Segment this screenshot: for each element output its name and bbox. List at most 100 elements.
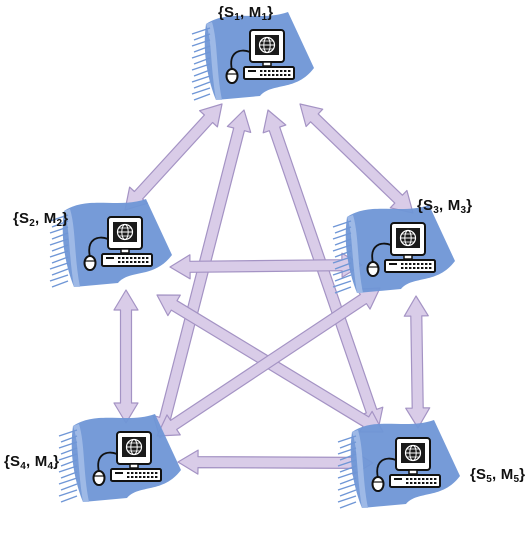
keyboard-key	[131, 472, 134, 474]
banner-fringe	[334, 250, 352, 258]
keyboard-key	[118, 257, 121, 259]
drive-slot	[115, 472, 123, 474]
banner-fringe	[60, 459, 78, 467]
banner-fringe	[193, 45, 211, 53]
keyboard-key	[147, 476, 150, 478]
node-label-s4-m4: {S4, M4}	[4, 453, 60, 472]
banner-fringe	[334, 274, 352, 282]
banner-fringe	[51, 268, 69, 276]
keyboard-key	[422, 478, 425, 480]
keyboard-key	[280, 74, 283, 76]
monitor-stand	[129, 463, 139, 469]
banner-fringe	[60, 483, 78, 491]
monitor-stand	[120, 248, 130, 254]
banner-fringe	[337, 471, 357, 479]
banner-fringe	[339, 501, 357, 509]
banner-fringe	[193, 81, 211, 89]
keyboard-base	[110, 468, 162, 482]
keyboard-key	[280, 70, 283, 72]
keyboard-base	[243, 66, 295, 80]
keyboard-key	[430, 478, 433, 480]
keyboard-key	[139, 472, 142, 474]
monitor-stand	[262, 61, 272, 67]
drive-slot	[248, 70, 256, 72]
computer-node-n5	[337, 420, 460, 509]
keyboard-key	[135, 472, 138, 474]
keyboard-key	[405, 267, 408, 269]
drive-slot	[106, 257, 114, 259]
banner-fringe	[60, 471, 78, 479]
keyboard-base	[101, 253, 153, 267]
banner-highlight	[73, 424, 89, 502]
keyboard-key	[284, 70, 287, 72]
keyboard-key	[429, 263, 432, 265]
keyboard-key	[146, 257, 149, 259]
banner-fringe	[49, 214, 69, 222]
keyboard-base	[384, 259, 436, 273]
keyboard-key	[147, 472, 150, 474]
banner-fringe	[193, 57, 211, 65]
banner-fringe	[51, 280, 69, 288]
node-label-s5-m5: {S5, M5}	[470, 466, 526, 485]
edge-arrow-n1-n2	[124, 103, 223, 211]
banner-fringe	[332, 280, 352, 288]
keyboard-key	[409, 267, 412, 269]
banner-fringe	[334, 286, 352, 294]
keyboard-key	[134, 257, 137, 259]
banner-fringe	[58, 429, 78, 437]
banner-fringe	[191, 87, 211, 95]
mouse-icon	[225, 68, 239, 84]
keyboard-key	[122, 257, 125, 259]
globe-icon	[404, 444, 422, 462]
banner-fringe	[51, 256, 69, 264]
keyboard-key	[284, 74, 287, 76]
banner-fringe	[339, 489, 357, 497]
banner-fringe	[332, 220, 352, 228]
keyboard-key	[425, 267, 428, 269]
banner-fringe	[49, 226, 69, 234]
globe-icon	[116, 223, 134, 241]
computer-node-n4	[58, 414, 181, 503]
banner-fringe	[51, 232, 69, 240]
keyboard-key	[421, 267, 424, 269]
keyboard-key	[430, 482, 433, 484]
keyboard-key	[138, 257, 141, 259]
banner-fringe	[60, 435, 78, 443]
banner-fringe	[49, 238, 69, 246]
keyboard-base	[389, 474, 441, 488]
banner-fringe	[337, 459, 357, 467]
banner-fringe	[337, 435, 357, 443]
banner-fringe	[332, 244, 352, 252]
keyboard-key	[142, 257, 145, 259]
edge-arrow-n2-n4	[113, 289, 139, 424]
keyboard-key	[260, 70, 263, 72]
keyboard-key	[276, 70, 279, 72]
keyboard-key	[414, 478, 417, 480]
keyboard-key	[414, 482, 417, 484]
keyboard-key	[288, 70, 291, 72]
banner-fringe	[337, 447, 357, 455]
mouse-cable	[230, 49, 251, 71]
banner-fringe	[339, 477, 357, 485]
keyboard-key	[405, 263, 408, 265]
keyboard-key	[118, 261, 121, 263]
keyboard-key	[126, 257, 129, 259]
mouse-icon	[366, 261, 380, 277]
drive-slot	[389, 263, 397, 265]
keyboard-key	[406, 482, 409, 484]
keyboard-key	[272, 70, 275, 72]
banner-fringe	[339, 453, 357, 461]
banner-fringe	[191, 39, 211, 47]
edge-arrow-n1-n3	[299, 103, 414, 214]
mouse-icon	[83, 255, 97, 271]
banner-fringe	[49, 274, 69, 282]
keyboard-key	[425, 263, 428, 265]
banner-highlight	[64, 209, 80, 287]
keyboard-key	[288, 74, 291, 76]
keyboard-key	[135, 476, 138, 478]
keyboard-key	[151, 476, 154, 478]
drive-slot	[394, 478, 402, 480]
computer-node-n1	[191, 12, 314, 101]
banner-fringe	[58, 441, 78, 449]
